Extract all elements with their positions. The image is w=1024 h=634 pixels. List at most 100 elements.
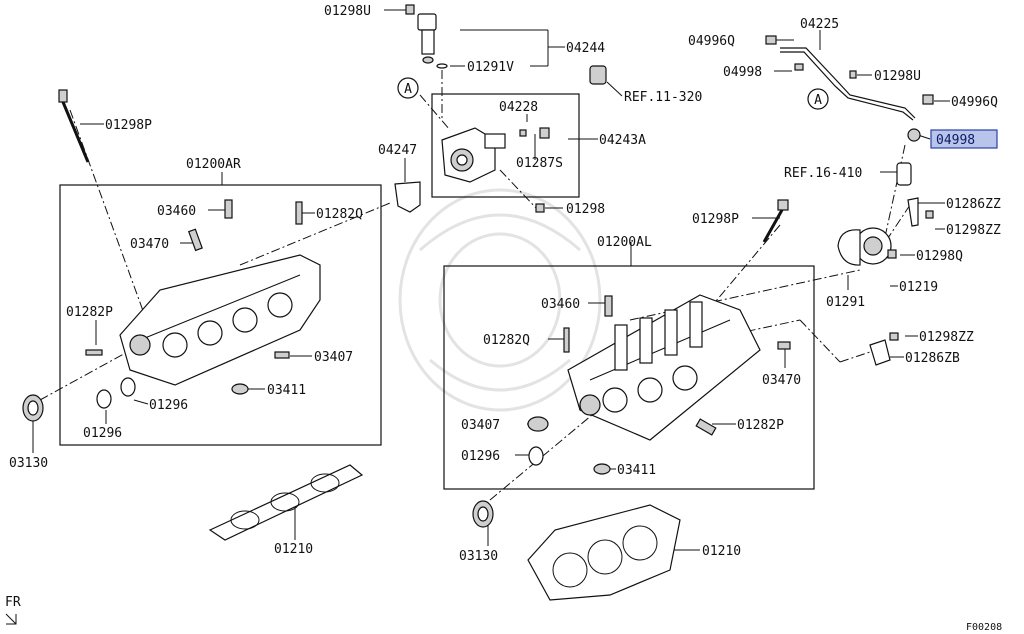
callout-01286zb[interactable]: 01286ZB <box>905 351 960 366</box>
svg-text:04228: 04228 <box>499 100 538 115</box>
svg-text:01210: 01210 <box>702 544 741 559</box>
callout-03460-right[interactable]: 03460 <box>541 297 580 312</box>
svg-text:01286ZB: 01286ZB <box>905 351 960 366</box>
svg-text:03470: 03470 <box>130 237 169 252</box>
svg-text:01298P: 01298P <box>692 212 739 227</box>
svg-text:01219: 01219 <box>899 280 938 295</box>
callout-04998-highlighted[interactable]: 04998 <box>930 129 998 149</box>
callout-03407-left[interactable]: 03407 <box>314 350 353 365</box>
svg-text:03460: 03460 <box>541 297 580 312</box>
svg-text:01282Q: 01282Q <box>316 207 363 222</box>
callout-03407-right[interactable]: 03407 <box>461 418 500 433</box>
callout-04244[interactable]: 04244 <box>566 41 605 56</box>
callout-01286zz-top[interactable]: 01286ZZ <box>946 197 1001 212</box>
svg-text:03130: 03130 <box>9 456 48 471</box>
callout-01296-left-b[interactable]: 01296 <box>83 426 122 441</box>
callout-01200ar[interactable]: 01200AR <box>186 157 241 172</box>
callout-ref-11-320[interactable]: REF.11-320 <box>624 90 702 105</box>
callout-03411-left[interactable]: 03411 <box>267 383 306 398</box>
svg-text:01282P: 01282P <box>737 418 784 433</box>
svg-text:04244: 04244 <box>566 41 605 56</box>
svg-text:01200AL: 01200AL <box>597 235 652 250</box>
callout-04998-top[interactable]: 04998 <box>723 65 762 80</box>
callout-04225[interactable]: 04225 <box>800 17 839 32</box>
svg-text:01298: 01298 <box>566 202 605 217</box>
svg-text:03460: 03460 <box>157 204 196 219</box>
svg-text:03407: 03407 <box>314 350 353 365</box>
svg-text:FR: FR <box>5 595 21 610</box>
callout-01296-right[interactable]: 01296 <box>461 449 500 464</box>
svg-text:01291V: 01291V <box>467 60 514 75</box>
svg-text:03407: 03407 <box>461 418 500 433</box>
svg-text:01298P: 01298P <box>105 118 152 133</box>
svg-text:03130: 03130 <box>459 549 498 564</box>
callout-01291v[interactable]: 01291V <box>467 60 514 75</box>
callout-01282p-right[interactable]: 01282P <box>737 418 784 433</box>
callout-01210-left[interactable]: 01210 <box>274 542 313 557</box>
callout-03411-right[interactable]: 03411 <box>617 463 656 478</box>
svg-text:REF.11-320: REF.11-320 <box>624 90 702 105</box>
callout-03130-right[interactable]: 03130 <box>459 549 498 564</box>
callout-01298-mid[interactable]: 01298 <box>566 202 605 217</box>
callout-01298p-left[interactable]: 01298P <box>105 118 152 133</box>
callout-01298zz-top[interactable]: 01298ZZ <box>946 223 1001 238</box>
svg-text:01296: 01296 <box>461 449 500 464</box>
callout-04247[interactable]: 04247 <box>378 143 417 158</box>
callout-01200al[interactable]: 01200AL <box>597 235 652 250</box>
view-marker-a-top: A <box>397 77 419 99</box>
svg-text:01282Q: 01282Q <box>483 333 530 348</box>
svg-text:04996Q: 04996Q <box>688 34 735 49</box>
svg-text:04998: 04998 <box>723 65 762 80</box>
svg-text:01296: 01296 <box>149 398 188 413</box>
callout-01298p-right[interactable]: 01298P <box>692 212 739 227</box>
callout-01282p-left[interactable]: 01282P <box>66 305 113 320</box>
svg-text:01298U: 01298U <box>874 69 921 84</box>
svg-text:03411: 03411 <box>267 383 306 398</box>
callout-01282q-right[interactable]: 01282Q <box>483 333 530 348</box>
callout-04243a[interactable]: 04243A <box>599 133 646 148</box>
callout-03470-left[interactable]: 03470 <box>130 237 169 252</box>
callout-04996q-left[interactable]: 04996Q <box>688 34 735 49</box>
callout-03470-right[interactable]: 03470 <box>762 373 801 388</box>
callout-01296-left-a[interactable]: 01296 <box>149 398 188 413</box>
view-marker-a-right: A <box>807 88 829 110</box>
front-direction-marker: FR <box>5 595 21 625</box>
oil-control-valve-group-box <box>431 93 580 198</box>
callout-01282q-left[interactable]: 01282Q <box>316 207 363 222</box>
svg-text:01282P: 01282P <box>66 305 113 320</box>
svg-text:03470: 03470 <box>762 373 801 388</box>
callout-01298u-top[interactable]: 01298U <box>324 4 371 19</box>
callout-ref-16-410[interactable]: REF.16-410 <box>784 166 862 181</box>
svg-text:01200AR: 01200AR <box>186 157 241 172</box>
svg-text:01291: 01291 <box>826 295 865 310</box>
callout-01298q-right[interactable]: 01298Q <box>916 249 963 264</box>
callout-01219[interactable]: 01219 <box>899 280 938 295</box>
callout-04228[interactable]: 04228 <box>499 100 538 115</box>
svg-text:01298ZZ: 01298ZZ <box>946 223 1001 238</box>
svg-text:04225: 04225 <box>800 17 839 32</box>
svg-text:04247: 04247 <box>378 143 417 158</box>
callout-03460-left[interactable]: 03460 <box>157 204 196 219</box>
svg-text:01298ZZ: 01298ZZ <box>919 330 974 345</box>
callout-01287s[interactable]: 01287S <box>516 156 563 171</box>
callout-04996q-right[interactable]: 04996Q <box>951 95 998 110</box>
callout-01298zz-bottom[interactable]: 01298ZZ <box>919 330 974 345</box>
svg-text:03411: 03411 <box>617 463 656 478</box>
svg-text:01296: 01296 <box>83 426 122 441</box>
svg-text:A: A <box>814 93 822 108</box>
svg-text:04998: 04998 <box>936 133 975 148</box>
svg-text:REF.16-410: REF.16-410 <box>784 166 862 181</box>
left-head-group-box <box>59 184 382 446</box>
svg-text:A: A <box>404 82 412 97</box>
svg-text:01286ZZ: 01286ZZ <box>946 197 1001 212</box>
svg-text:01298Q: 01298Q <box>916 249 963 264</box>
callout-03130-left[interactable]: 03130 <box>9 456 48 471</box>
parts-artwork <box>22 4 934 601</box>
figure-code: F00208 <box>966 622 1002 633</box>
callout-01291-right[interactable]: 01291 <box>826 295 865 310</box>
callouts: 01298U 04244 01291V REF.11-320 04228 042… <box>9 4 1001 564</box>
callout-01210-right[interactable]: 01210 <box>702 544 741 559</box>
callout-01298u-right[interactable]: 01298U <box>874 69 921 84</box>
svg-text:01287S: 01287S <box>516 156 563 171</box>
